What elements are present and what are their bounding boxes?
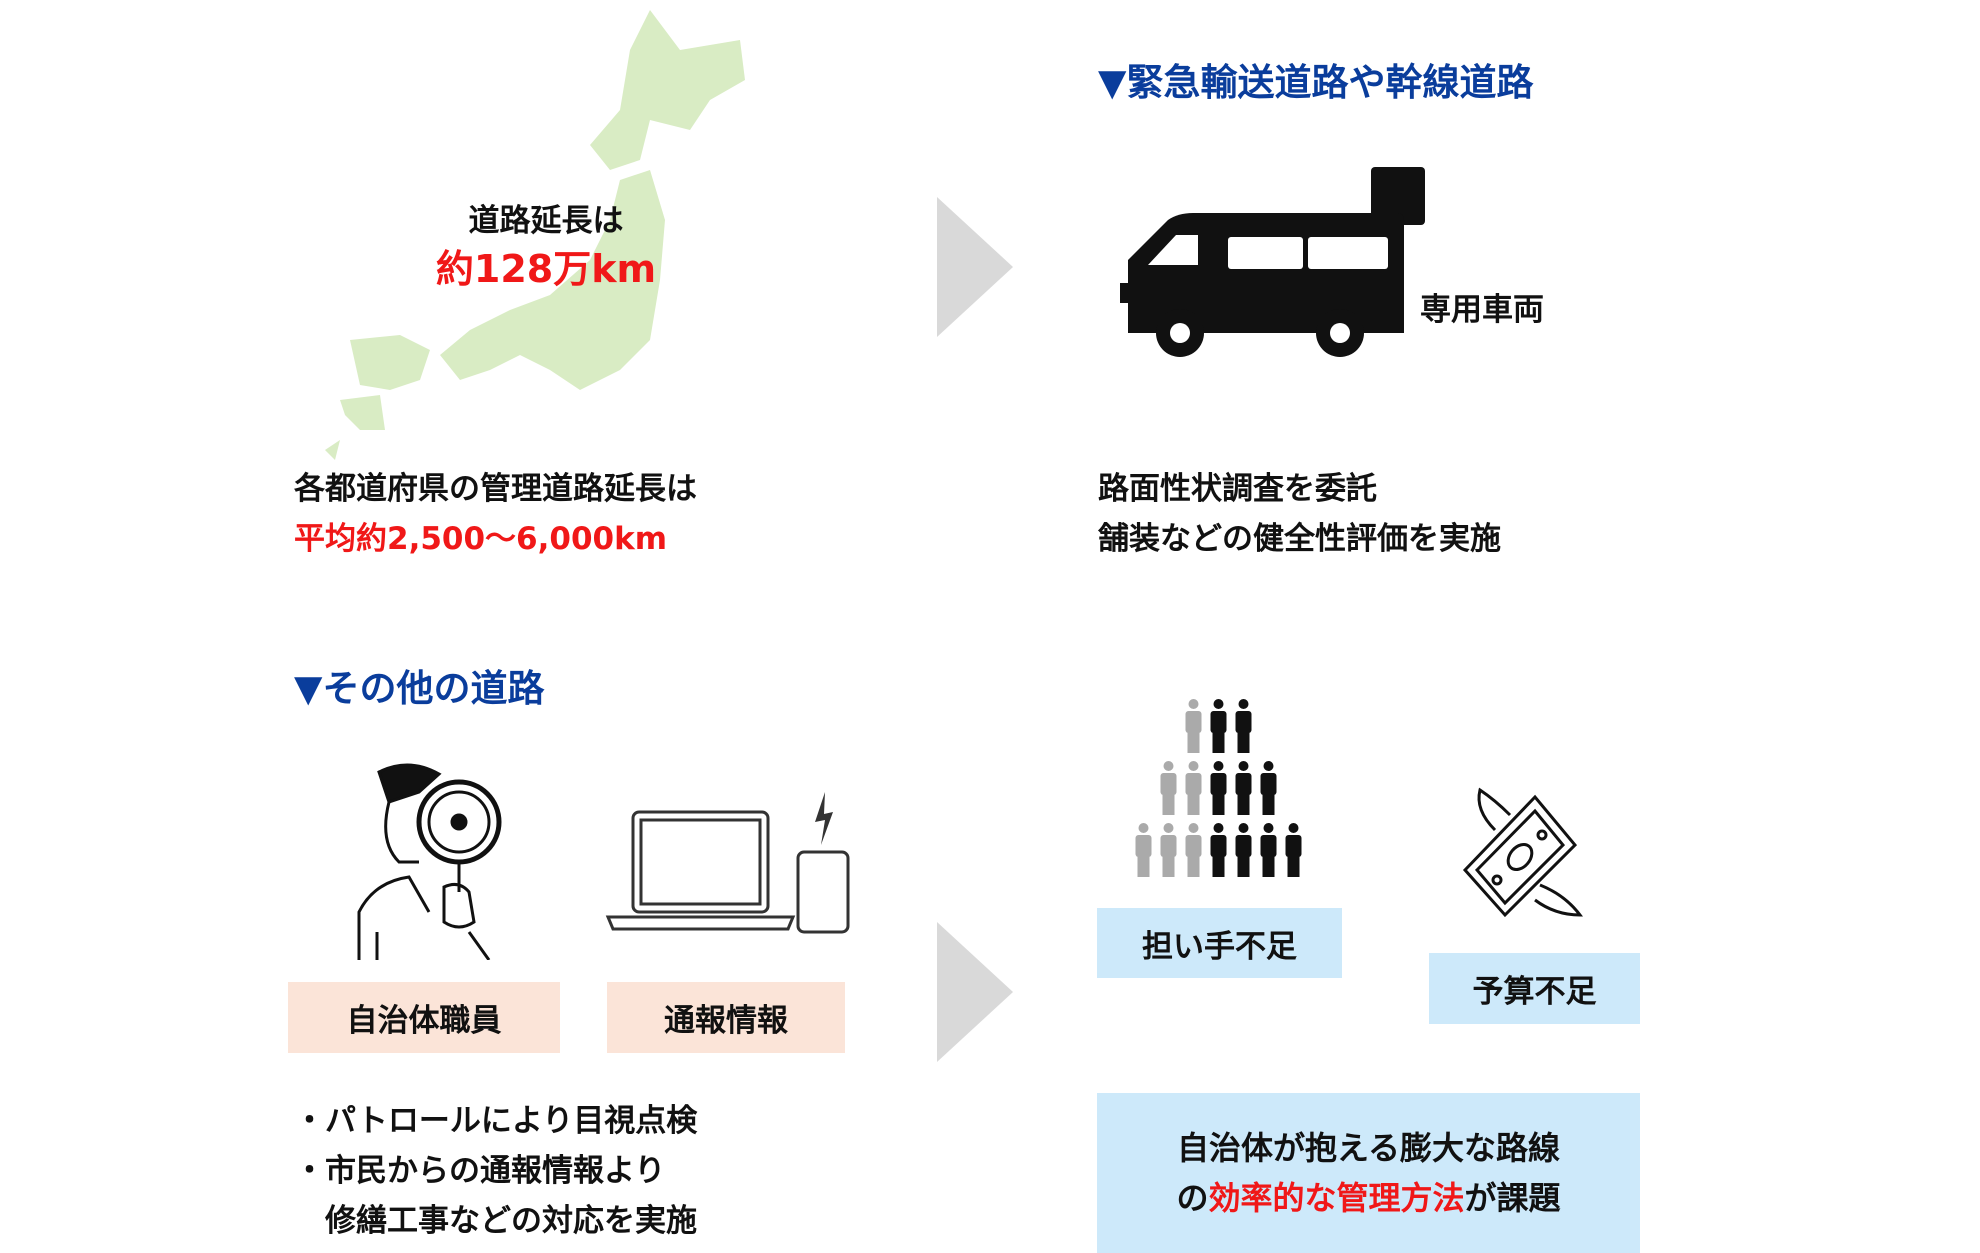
person-icon — [1160, 823, 1177, 877]
bullet-patrol: ・パトロールにより目視点検 — [294, 1103, 698, 1139]
prefecture-note-line2: 平均約2,500〜6,000km — [294, 521, 668, 557]
person-icon — [1235, 823, 1252, 877]
person-icon — [1210, 699, 1227, 753]
japan-map — [325, 10, 745, 460]
budget-shortage-label: 予算不足 — [1429, 953, 1640, 1024]
flying-money-icon — [1462, 787, 1584, 918]
laptop-smartphone-icon — [605, 792, 850, 934]
person-icon — [1235, 761, 1252, 815]
staff-label: 自治体職員 — [288, 982, 560, 1053]
summary-line2: の効率的な管理方法が課題 — [1097, 1173, 1640, 1223]
trunk-desc-line2: 舗装などの健全性評価を実施 — [1098, 521, 1501, 557]
workers-pyramid-icon — [1135, 699, 1302, 877]
person-icon — [1235, 699, 1252, 753]
trunk-roads-heading: ▼緊急輸送道路や幹線道路 — [1098, 61, 1534, 104]
person-icon — [1285, 823, 1302, 877]
workers-shortage-label: 担い手不足 — [1097, 908, 1342, 978]
map-road-length: 約128万km — [435, 247, 657, 291]
van-icon — [1120, 167, 1425, 357]
person-icon — [1135, 823, 1152, 877]
arrow-right-icon — [937, 197, 1013, 337]
summary-box: 自治体が抱える膨大な路線 の効率的な管理方法が課題 — [1097, 1093, 1640, 1253]
person-icon — [1185, 761, 1202, 815]
person-icon — [1210, 761, 1227, 815]
summary-post: が課題 — [1464, 1179, 1561, 1217]
reports-label: 通報情報 — [607, 982, 845, 1053]
person-icon — [1185, 823, 1202, 877]
inspector-magnifier-icon — [357, 763, 502, 960]
person-icon — [1260, 823, 1277, 877]
summary-line1: 自治体が抱える膨大な路線 — [1176, 1129, 1561, 1167]
vehicle-label: 専用車両 — [1420, 292, 1544, 328]
trunk-desc-line1: 路面性状調査を委託 — [1098, 471, 1377, 507]
bullet-citizen-reports: ・市民からの通報情報より — [294, 1153, 666, 1189]
person-icon — [1185, 699, 1202, 753]
other-roads-heading: ▼その他の道路 — [294, 667, 545, 710]
arrow-right-icon — [937, 922, 1013, 1062]
person-icon — [1260, 761, 1277, 815]
prefecture-note-line1: 各都道府県の管理道路延長は — [294, 471, 697, 507]
summary-highlight: 効率的な管理方法 — [1208, 1179, 1465, 1217]
person-icon — [1210, 823, 1227, 877]
map-title: 道路延長は — [468, 203, 624, 239]
bullet-repair: 修繕工事などの対応を実施 — [294, 1203, 697, 1239]
summary-pre: の — [1176, 1179, 1209, 1217]
person-icon — [1160, 761, 1177, 815]
